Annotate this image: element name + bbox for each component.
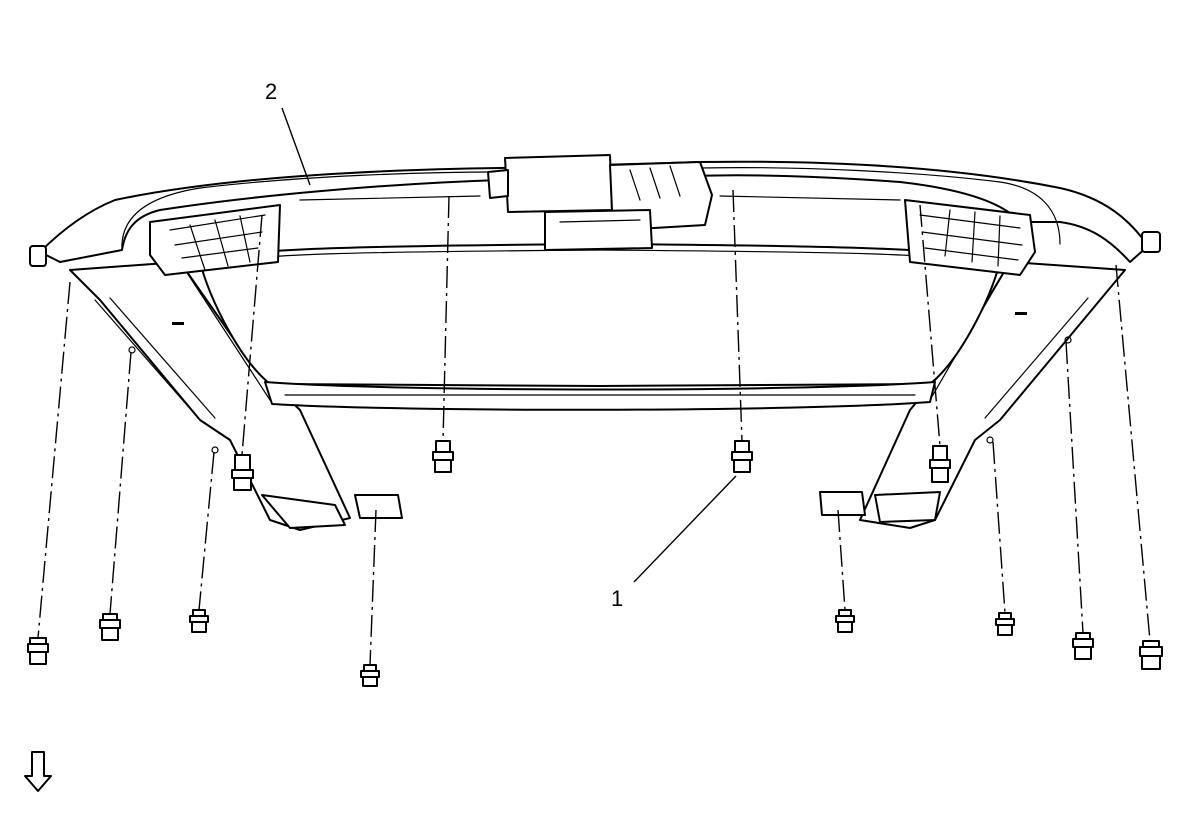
bolt [189,609,209,633]
bolt [99,613,121,641]
fastener-axis-lines [37,189,1151,666]
arrow-down-outline-icon [24,751,52,792]
bolt [1139,640,1163,670]
bolt [432,440,454,473]
callout-1-label: 1 [611,586,623,611]
bolt [360,664,380,687]
drive-motor [487,154,713,251]
bolt [27,637,49,665]
bolt [1072,632,1094,660]
callout-2-label: 2 [265,79,277,104]
bolt [929,445,951,483]
frame-assembly [29,160,1161,531]
bolt [231,454,254,491]
callout-1: 1 [611,475,737,611]
bolts [27,440,1163,687]
callout-2: 2 [265,79,311,186]
bolt [995,612,1015,636]
bolt [835,609,855,633]
bolt [731,440,753,473]
